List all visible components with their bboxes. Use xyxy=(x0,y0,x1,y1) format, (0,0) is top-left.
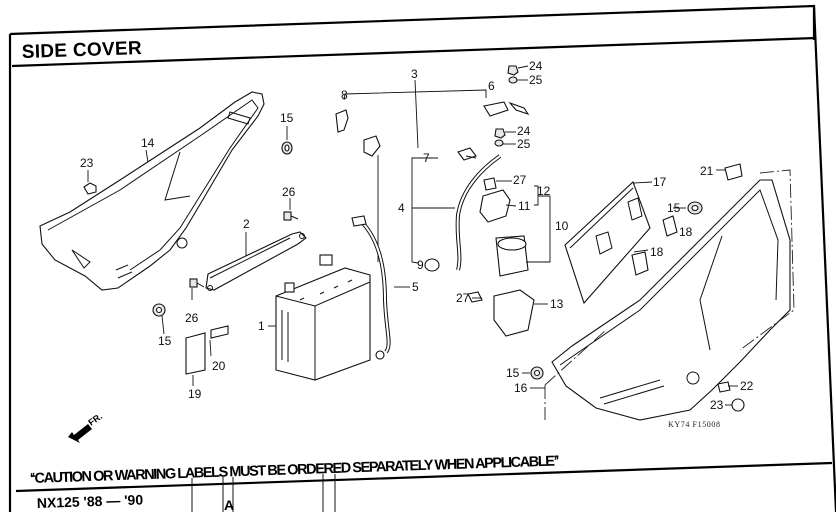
callout-27[interactable]: 27 xyxy=(513,173,527,187)
footer-column-letter: A xyxy=(224,497,234,512)
callout-18[interactable]: 18 xyxy=(679,225,693,239)
callout-26[interactable]: 26 xyxy=(185,311,199,325)
callout-27[interactable]: 27 xyxy=(456,291,470,305)
callout-23[interactable]: 23 xyxy=(80,156,94,170)
grommet xyxy=(687,201,703,215)
callout-8[interactable]: 8 xyxy=(341,88,348,102)
washer xyxy=(494,139,504,147)
callout-1[interactable]: 1 xyxy=(258,319,265,333)
terminal-cover xyxy=(483,101,509,117)
bolt xyxy=(189,278,205,288)
nut xyxy=(507,65,519,76)
fuse xyxy=(467,291,483,303)
callout-15[interactable]: 15 xyxy=(667,201,681,215)
terminal-cover xyxy=(457,147,477,161)
callout-23[interactable]: 23 xyxy=(710,398,724,412)
direction-label: FR. xyxy=(86,411,104,428)
label-sticker xyxy=(724,163,743,181)
callout-24[interactable]: 24 xyxy=(529,59,543,73)
model-label: NX125 '88 — '90 xyxy=(37,491,144,511)
nut xyxy=(494,128,506,139)
arrow-icon xyxy=(68,424,92,443)
page-frame xyxy=(8,4,836,512)
callout-26[interactable]: 26 xyxy=(282,185,296,199)
callout-15[interactable]: 15 xyxy=(506,366,520,380)
callout-5[interactable]: 5 xyxy=(412,280,419,294)
callout-15[interactable]: 15 xyxy=(158,334,172,348)
callout-16[interactable]: 16 xyxy=(514,381,528,395)
callout-13[interactable]: 13 xyxy=(550,297,564,311)
callout-7[interactable]: 7 xyxy=(423,151,430,165)
starter-relay xyxy=(467,177,551,337)
leader-lines xyxy=(87,65,738,406)
callout-9[interactable]: 9 xyxy=(417,258,424,272)
washer xyxy=(508,76,518,84)
callout-25[interactable]: 25 xyxy=(517,137,531,151)
callout-20[interactable]: 20 xyxy=(212,359,226,373)
label-sticker xyxy=(717,381,731,393)
terminal-cover xyxy=(335,109,349,133)
battery xyxy=(275,254,371,381)
grommet xyxy=(281,141,293,155)
page-title: SIDE COVER xyxy=(21,38,142,63)
battery-band xyxy=(205,231,307,291)
callout-18[interactable]: 18 xyxy=(650,245,664,259)
callout-19[interactable]: 19 xyxy=(188,387,202,401)
callout-6[interactable]: 6 xyxy=(488,79,495,93)
battery-negative-cable xyxy=(351,215,410,360)
terminal-cap xyxy=(424,258,440,272)
grommet xyxy=(530,366,544,380)
callout-4[interactable]: 4 xyxy=(398,201,405,215)
callout-14[interactable]: 14 xyxy=(141,136,155,150)
fuse xyxy=(483,177,497,191)
callout-3[interactable]: 3 xyxy=(411,67,418,81)
callout-21[interactable]: 21 xyxy=(700,164,714,178)
drawing-code: KY74 F15008 xyxy=(668,420,721,429)
caution-label-sheet xyxy=(185,332,206,375)
left-side-cover xyxy=(39,91,265,291)
bolt xyxy=(283,211,299,221)
battery-positive-cable xyxy=(335,79,530,262)
relay-cover xyxy=(493,289,535,337)
label-sticker xyxy=(662,215,678,237)
label-sticker xyxy=(210,325,229,339)
clip xyxy=(731,398,745,412)
right-side-cover xyxy=(544,169,795,421)
callout-12[interactable]: 12 xyxy=(537,184,551,198)
callouts: 1 2 3 4 5 6 7 8 9 10 11 12 13 14 15 15 1… xyxy=(80,59,754,412)
label-sticker xyxy=(631,251,649,276)
callout-11[interactable]: 11 xyxy=(518,199,531,213)
clip xyxy=(83,182,97,195)
callout-25[interactable]: 25 xyxy=(529,73,543,87)
callout-22[interactable]: 22 xyxy=(740,379,754,393)
callout-15[interactable]: 15 xyxy=(280,111,294,125)
fuse-case-cover xyxy=(564,181,651,305)
title-divider xyxy=(11,36,817,68)
callout-24[interactable]: 24 xyxy=(517,124,531,138)
footer-divider xyxy=(15,461,833,493)
callout-17[interactable]: 17 xyxy=(653,175,667,189)
grommet xyxy=(152,303,166,317)
callout-2[interactable]: 2 xyxy=(243,217,250,231)
front-direction-arrow: FR. xyxy=(68,411,104,443)
callout-10[interactable]: 10 xyxy=(555,219,569,233)
